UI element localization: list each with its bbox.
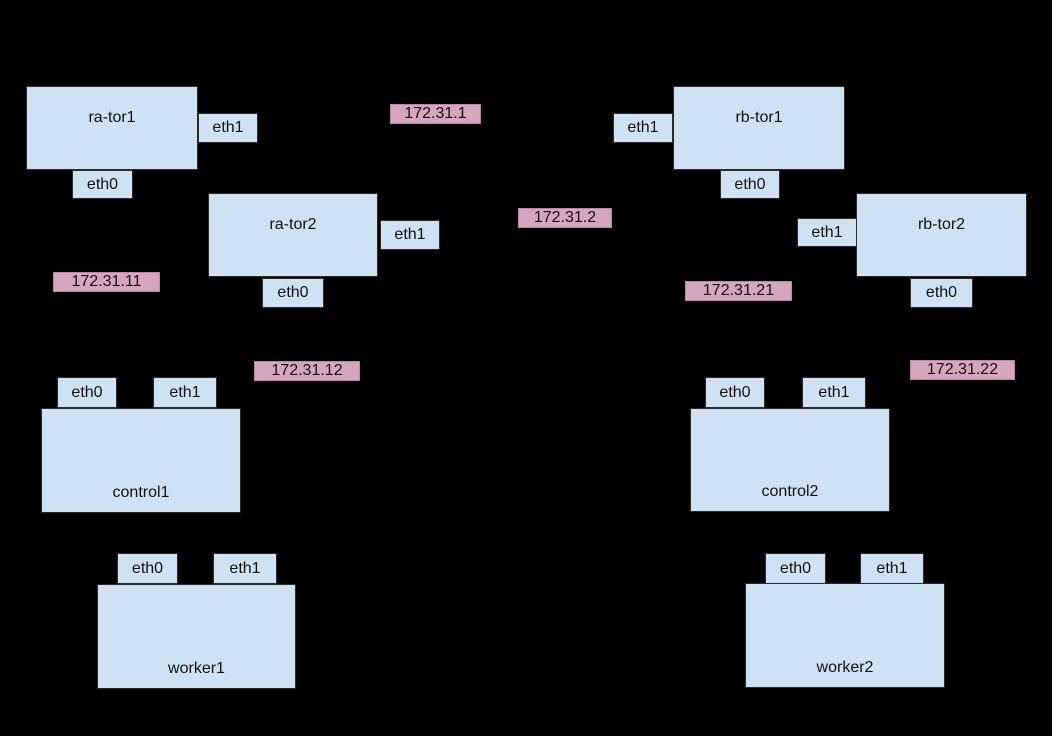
port-control1-eth0[interactable]: eth0 [57,377,117,408]
node-label: ra-tor2 [269,216,317,233]
port-label: eth1 [169,383,201,401]
node-control2[interactable]: control2 [690,408,890,512]
ip-label-172-31-1[interactable]: 172.31.1 [390,104,481,124]
node-ra-tor1[interactable]: ra-tor1 [26,86,198,170]
node-rb-tor2[interactable]: rb-tor2 [856,193,1027,277]
port-label: eth0 [131,559,164,577]
port-worker2-eth0[interactable]: eth0 [765,553,826,584]
port-label: eth0 [71,383,103,401]
node-worker2[interactable]: worker2 [745,583,945,688]
port-label: eth1 [818,383,850,401]
port-label: eth0 [779,559,812,577]
ip-label-172-31-21[interactable]: 172.31.21 [685,281,792,301]
port-rb-tor2-eth0[interactable]: eth0 [910,278,973,308]
port-rb-tor1-eth0[interactable]: eth0 [720,170,780,199]
ip-text: 172.31.12 [271,362,343,379]
ip-text: 172.31.2 [533,209,597,226]
node-label: worker1 [168,660,225,677]
node-rb-tor1[interactable]: rb-tor1 [673,86,845,170]
port-label: eth0 [86,175,119,193]
port-label: eth1 [229,559,261,577]
port-rb-tor1-eth1[interactable]: eth1 [613,113,673,143]
port-worker1-eth0[interactable]: eth0 [117,553,178,584]
node-control1[interactable]: control1 [41,408,241,513]
node-label: control1 [112,484,170,501]
port-label: eth1 [212,119,244,136]
ip-text: 172.31.22 [926,361,999,378]
ip-text: 172.31.1 [404,105,467,122]
port-label: eth1 [811,223,843,241]
node-ra-tor2[interactable]: ra-tor2 [208,193,378,277]
ip-label-172-31-11[interactable]: 172.31.11 [53,272,160,292]
port-label: eth0 [925,284,958,301]
node-label: control2 [761,483,819,500]
port-label: eth1 [876,559,908,577]
port-label: eth1 [627,119,659,136]
node-label: rb-tor2 [917,216,966,233]
ip-label-172-31-2[interactable]: 172.31.2 [518,208,612,228]
port-label: eth1 [394,226,426,243]
ip-text: 172.31.11 [71,273,142,290]
node-label: ra-tor1 [88,109,136,126]
ip-text: 172.31.21 [702,282,775,299]
port-label: eth0 [277,284,309,301]
port-worker2-eth1[interactable]: eth1 [860,553,924,584]
ip-label-172-31-12[interactable]: 172.31.12 [254,361,360,381]
port-label: eth0 [719,383,751,401]
port-rb-tor2-eth1[interactable]: eth1 [797,218,857,247]
node-label: rb-tor1 [735,109,783,126]
port-ra-tor2-eth1[interactable]: eth1 [380,220,440,250]
port-ra-tor1-eth1[interactable]: eth1 [198,113,258,143]
port-label: eth0 [734,175,766,193]
node-label: worker2 [816,659,874,676]
port-control1-eth1[interactable]: eth1 [153,377,217,408]
node-worker1[interactable]: worker1 [97,584,296,689]
port-ra-tor1-eth0[interactable]: eth0 [72,170,133,199]
port-ra-tor2-eth0[interactable]: eth0 [262,278,324,308]
port-worker1-eth1[interactable]: eth1 [213,553,277,584]
port-control2-eth1[interactable]: eth1 [802,377,866,408]
port-control2-eth0[interactable]: eth0 [705,377,765,408]
ip-label-172-31-22[interactable]: 172.31.22 [910,360,1015,380]
